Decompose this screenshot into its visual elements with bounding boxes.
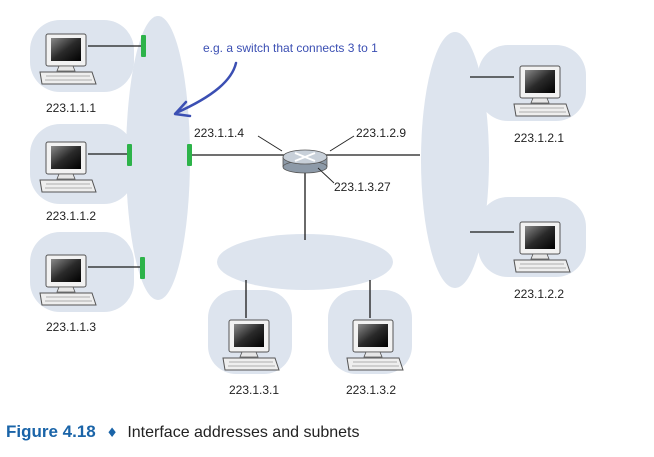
annotation-arrow (174, 61, 238, 115)
router-interface-label: 223.1.1.4 (194, 126, 244, 140)
host-address: 223.1.3.2 (346, 383, 396, 397)
host-address: 223.1.1.3 (46, 320, 96, 334)
host-address: 223.1.1.1 (46, 101, 96, 115)
host-223-1-2-2: 223.1.2.2 (513, 221, 571, 301)
router-icon (282, 149, 328, 174)
host-address: 223.1.2.1 (514, 131, 564, 145)
annotation: e.g. a switch that connects 3 to 1 (173, 41, 378, 118)
interface-marker (141, 35, 146, 57)
host-address: 223.1.2.2 (514, 287, 564, 301)
interface-marker (140, 257, 145, 279)
figure-caption: Figure 4.18 ♦ Interface addresses and su… (6, 422, 359, 441)
caption-separator: ♦ (106, 426, 118, 441)
host-223-1-1-1: 223.1.1.1 (39, 33, 97, 115)
interface-markers (127, 35, 192, 279)
interface-marker (187, 144, 192, 166)
label-pointers (257, 135, 355, 184)
host-223-1-1-2: 223.1.1.2 (39, 141, 97, 223)
router-interface-label: 223.1.3.27 (334, 180, 391, 194)
host-223-1-1-3: 223.1.1.3 (39, 254, 97, 334)
interface-marker (127, 144, 132, 166)
annotation-text: e.g. a switch that connects 3 to 1 (203, 41, 378, 55)
subnet-223-1-3 (208, 234, 412, 374)
svg-text:Figure 4.18 ♦ Inte: Figure 4.18 ♦ Interface addresses and su… (6, 422, 359, 441)
subnet-223-1-2 (421, 32, 586, 288)
router-interface-label: 223.1.2.9 (356, 126, 406, 140)
host-223-1-2-1: 223.1.2.1 (513, 65, 571, 145)
links (88, 45, 514, 318)
host-address: 223.1.1.2 (46, 209, 96, 223)
host-address: 223.1.3.1 (229, 383, 279, 397)
caption-text: Interface addresses and subnets (127, 424, 359, 441)
host-223-1-3-1: 223.1.3.1 (222, 319, 280, 397)
caption-figure-number: Figure 4.18 (6, 422, 96, 441)
host-223-1-3-2: 223.1.3.2 (346, 319, 404, 397)
